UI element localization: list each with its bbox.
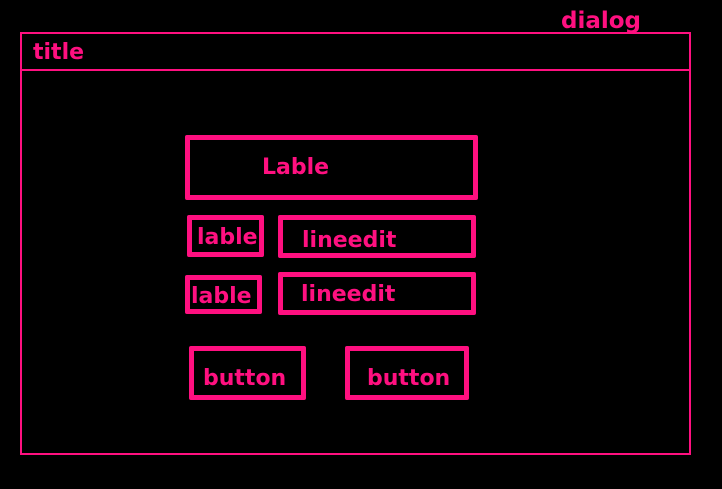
button-2-label: button: [367, 366, 451, 391]
row1-label-box: [187, 215, 264, 257]
row1-label: lable: [197, 225, 258, 250]
button-1[interactable]: [189, 346, 306, 400]
header-label: Lable: [262, 155, 330, 180]
dialog-title: title: [33, 40, 85, 65]
row2-label: lable: [191, 284, 252, 309]
button-2[interactable]: [345, 346, 469, 400]
dialog-caption: dialog: [561, 8, 642, 34]
row2-label-box: [185, 275, 262, 314]
row2-lineedit-text: lineedit: [301, 282, 396, 307]
button-1-label: button: [203, 366, 287, 391]
row1-lineedit-text: lineedit: [302, 228, 397, 253]
title-bar: [20, 32, 691, 71]
header-label-box: [185, 135, 478, 200]
row1-lineedit[interactable]: [278, 215, 476, 258]
row2-lineedit[interactable]: [278, 272, 476, 315]
